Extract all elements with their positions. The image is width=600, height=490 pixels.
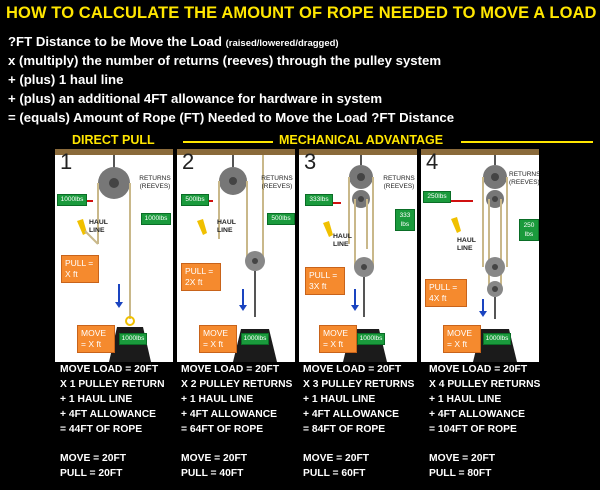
calc-4-gap xyxy=(429,439,549,453)
load-badge-3: 1000lbs xyxy=(357,333,385,345)
haul-line-label-2: HAUL LINE xyxy=(217,219,236,234)
intro-line-5: = (equals) Amount of Rope (FT) Needed to… xyxy=(8,110,455,125)
calculation-column-4: MOVE LOAD = 20FT X 4 PULLEY RETURNS + 1 … xyxy=(429,364,549,483)
intro-line-2: x (multiply) the number of returns (reev… xyxy=(8,53,442,68)
calculation-column-1: MOVE LOAD = 20FT X 1 PULLEY RETURN + 1 H… xyxy=(60,364,180,483)
header-line-right xyxy=(461,141,593,143)
left-load-badge-1: 1000lbs xyxy=(57,194,87,206)
calc-2-line-2: X 2 PULLEY RETURNS xyxy=(181,379,293,390)
calc-3-gap xyxy=(303,439,423,453)
move-label-4: MOVE = X ft xyxy=(443,325,481,353)
calc-2-line-3: + 1 HAUL LINE xyxy=(181,394,254,405)
calc-2-move-total: MOVE = 20FT xyxy=(181,453,248,464)
load-badge-2: 1000lbs xyxy=(241,333,269,345)
intro-steps: ?FT Distance to be Move the Load (raised… xyxy=(8,34,598,129)
calc-4-pull-total: PULL = 80FT xyxy=(429,468,492,479)
calc-1-pull-total: PULL = 20FT xyxy=(60,468,123,479)
calc-1-move-total: MOVE = 20FT xyxy=(60,453,127,464)
right-load-badge-3: 333 lbs xyxy=(395,209,415,231)
calc-2-gap xyxy=(181,439,301,453)
load-badge-1: 1000lbs xyxy=(119,333,147,345)
calc-1-line-5: = 44FT OF ROPE xyxy=(60,424,143,435)
returns-label-4: RETURNS (REEVES) xyxy=(509,171,539,186)
page-title: HOW TO CALCULATE THE AMOUNT OF ROPE NEED… xyxy=(6,4,597,22)
intro-line-1-note: (raised/lowered/dragged) xyxy=(225,38,339,49)
pull-label-3: PULL = 3X ft xyxy=(305,267,345,295)
returns-label-2: RETURNS (REEVES) xyxy=(261,175,293,190)
haul-line-label-3: HAUL LINE xyxy=(333,233,352,248)
calc-3-line-4: + 4FT ALLOWANCE xyxy=(303,409,400,420)
returns-label-3: RETURNS (REEVES) xyxy=(383,175,415,190)
left-load-badge-3: 333lbs xyxy=(305,194,333,206)
calc-3-line-3: + 1 HAUL LINE xyxy=(303,394,376,405)
right-load-badge-2: 500lbs xyxy=(267,213,295,225)
calculation-column-3: MOVE LOAD = 20FT X 3 PULLEY RETURNS + 1 … xyxy=(303,364,423,483)
pull-label-4: PULL = 4X ft xyxy=(425,279,467,307)
panel-number-2: 2 xyxy=(182,149,195,174)
diagram-panel-1: 1 RETURNS (REEVES) 1000lbs 1000lbs HAUL … xyxy=(55,149,173,362)
haul-line-label-1: HAUL LINE xyxy=(89,219,108,234)
direct-pull-header: DIRECT PULL xyxy=(72,133,155,147)
calc-3-line-2: X 3 PULLEY RETURNS xyxy=(303,379,415,390)
calc-1-line-2: X 1 PULLEY RETURN xyxy=(60,379,165,390)
calc-3-line-1: MOVE LOAD = 20FT xyxy=(303,364,402,375)
calc-1-line-1: MOVE LOAD = 20FT xyxy=(60,364,159,375)
pulley-diagram-4 xyxy=(421,149,539,362)
pull-label-1: PULL = X ft xyxy=(61,255,99,283)
calc-4-line-1: MOVE LOAD = 20FT xyxy=(429,364,528,375)
left-load-badge-4: 250lbs xyxy=(423,191,451,203)
right-load-badge-1: 1000lbs xyxy=(141,213,171,225)
move-label-2: MOVE = X ft xyxy=(199,325,237,353)
diagram-panel-2: 2 RETURNS (REEVES) 500lbs 500lbs HAUL LI… xyxy=(177,149,295,362)
haul-line-label-4: HAUL LINE xyxy=(457,237,476,252)
intro-line-4: + (plus) an additional 4FT allowance for… xyxy=(8,91,383,106)
intro-line-1-text: ?FT Distance to be Move the Load xyxy=(8,34,222,49)
calc-3-pull-total: PULL = 60FT xyxy=(303,468,366,479)
calc-2-line-1: MOVE LOAD = 20FT xyxy=(181,364,280,375)
move-label-1: MOVE = X ft xyxy=(77,325,115,353)
calc-4-move-total: MOVE = 20FT xyxy=(429,453,496,464)
panel-number-3: 3 xyxy=(304,149,317,174)
calc-2-line-4: + 4FT ALLOWANCE xyxy=(181,409,278,420)
calc-4-line-5: = 104FT OF ROPE xyxy=(429,424,517,435)
left-load-badge-2: 500lbs xyxy=(181,194,209,206)
calc-2-pull-total: PULL = 40FT xyxy=(181,468,244,479)
intro-line-1: ?FT Distance to be Move the Load (raised… xyxy=(8,34,598,53)
calc-1-gap xyxy=(60,439,180,453)
header-line-left xyxy=(183,141,273,143)
calc-1-line-3: + 1 HAUL LINE xyxy=(60,394,133,405)
calc-3-move-total: MOVE = 20FT xyxy=(303,453,370,464)
right-load-badge-4: 250 lbs xyxy=(519,219,539,241)
intro-line-3: + (plus) 1 haul line xyxy=(8,72,124,87)
calc-1-line-4: + 4FT ALLOWANCE xyxy=(60,409,157,420)
panel-number-4: 4 xyxy=(426,149,439,174)
calc-4-line-3: + 1 HAUL LINE xyxy=(429,394,502,405)
calc-3-line-5: = 84FT OF ROPE xyxy=(303,424,386,435)
move-label-3: MOVE = X ft xyxy=(319,325,357,353)
calc-4-line-2: X 4 PULLEY RETURNS xyxy=(429,379,541,390)
returns-label-1: RETURNS (REEVES) xyxy=(139,175,171,190)
calculation-column-2: MOVE LOAD = 20FT X 2 PULLEY RETURNS + 1 … xyxy=(181,364,301,483)
pull-label-2: PULL = 2X ft xyxy=(181,263,221,291)
diagram-panel-3: 3 RETURNS (REEVES) 333lbs 333 lbs HAUL L… xyxy=(299,149,417,362)
diagram-panel-4: 4 RETURNS (REEVES) 250lbs 250 lbs HAUL L… xyxy=(421,149,539,362)
load-badge-4: 1000lbs xyxy=(483,333,511,345)
mechanical-advantage-header: MECHANICAL ADVANTAGE xyxy=(279,133,444,147)
calc-4-line-4: + 4FT ALLOWANCE xyxy=(429,409,526,420)
calc-2-line-5: = 64FT OF ROPE xyxy=(181,424,264,435)
panel-number-1: 1 xyxy=(60,149,73,174)
